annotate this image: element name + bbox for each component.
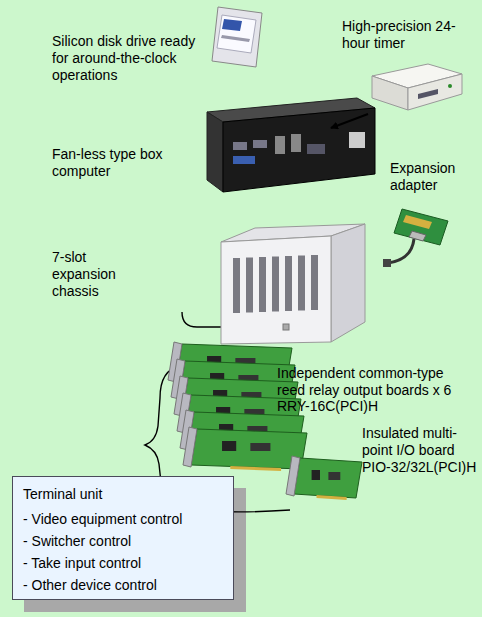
illustration-polygon — [372, 76, 408, 110]
illustration-rect — [311, 255, 318, 310]
illustration-rect — [272, 257, 279, 312]
illustration-rect — [233, 142, 247, 150]
illustration-polygon — [212, 7, 262, 67]
illustration-circle — [448, 84, 452, 88]
illustration-rect — [349, 132, 365, 148]
model-number: PIO-32/32L(PCI)H — [362, 459, 480, 476]
illustration-polygon — [331, 224, 365, 342]
illustration-rect — [285, 256, 292, 311]
illustration-rect — [328, 472, 340, 480]
component-node: High-precision 24-hour timer — [368, 62, 464, 118]
illustration-rect — [250, 443, 270, 451]
component-node: 7-slot expansion chassis — [213, 222, 367, 346]
illustration-polygon — [418, 89, 438, 99]
list-item: - Other device control — [23, 577, 223, 594]
illustration-polygon — [286, 456, 300, 496]
illustration-rect — [291, 134, 301, 152]
illustration-polygon — [394, 209, 448, 245]
component-label: Expansion adapter — [390, 160, 470, 194]
component-label: Independent common-type reed relay outpu… — [277, 365, 462, 399]
illustration-rect — [275, 136, 285, 154]
illustration-polygon — [403, 215, 432, 229]
component-label: High-precision 24-hour timer — [342, 18, 462, 52]
illustration-rect — [298, 256, 305, 311]
component-label: Insulated multi-point I/O board — [362, 425, 480, 459]
illustration-rect — [246, 258, 253, 313]
illustration-path — [388, 239, 414, 263]
illustration-polygon — [183, 427, 197, 467]
list-item: - Video equipment control — [23, 511, 223, 528]
model-number: RRY-16C(PCI)H — [277, 398, 462, 415]
terminal-box: Terminal unit - Video equipment control - … — [12, 476, 234, 600]
illustration-rect — [307, 144, 325, 154]
component-node: Silicon disk drive ready for around-the-… — [210, 5, 264, 69]
illustration-polygon — [230, 466, 281, 471]
illustration-rect — [233, 156, 255, 164]
illustration-rect — [283, 324, 289, 330]
adapter-illustration — [392, 205, 454, 267]
illustration-polygon — [221, 35, 250, 42]
illustration-rect — [222, 441, 236, 451]
illustration-rect — [259, 257, 266, 312]
ssd-illustration — [210, 5, 264, 69]
illustration-polygon — [207, 112, 223, 192]
illustration-polygon — [191, 429, 307, 469]
component-node: Expansion adapter — [392, 205, 454, 267]
component-label: Silicon disk drive ready for around-the-… — [52, 33, 210, 84]
chassis-illustration — [213, 222, 367, 346]
list-item: - Take input control — [23, 555, 223, 572]
illustration-polygon — [294, 458, 362, 498]
illustration-polygon — [222, 19, 242, 31]
illustration-polygon — [217, 15, 256, 53]
component-label: 7-slot expansion chassis — [52, 249, 127, 300]
component-label: Fan-less type box computer — [52, 146, 197, 180]
board-illustration — [284, 456, 366, 504]
component-node: Fan-less type box computer — [203, 128, 331, 196]
illustration-polygon — [409, 231, 426, 241]
illustration-polygon — [408, 74, 462, 110]
pc-illustration — [203, 92, 377, 196]
connector-arrow — [331, 114, 368, 128]
box-heading: Terminal unit — [23, 486, 223, 503]
list-item: - Switcher control — [23, 533, 223, 550]
illustration-rect — [383, 259, 391, 267]
illustration-polygon — [317, 495, 347, 500]
illustration-rect — [253, 140, 267, 148]
timer-illustration — [368, 62, 464, 118]
illustration-polygon — [221, 236, 331, 344]
illustration-rect — [312, 470, 320, 480]
illustration-polygon — [223, 108, 375, 192]
illustration-rect — [233, 258, 240, 313]
component-node: Insulated multi-point I/O boardPIO-32/32… — [284, 456, 366, 504]
